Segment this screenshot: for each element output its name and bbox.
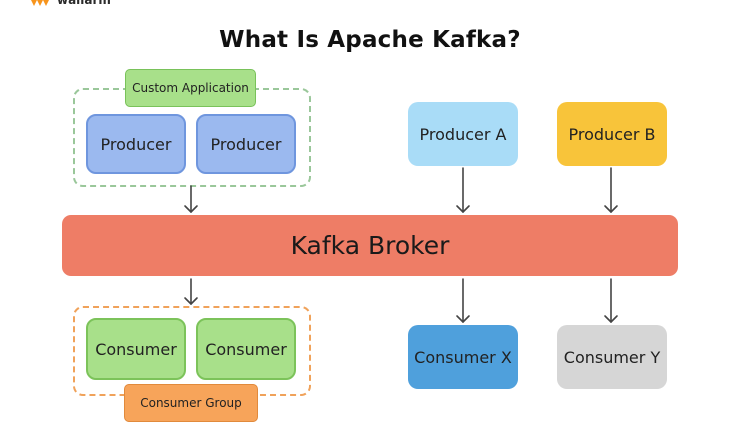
producer-box: Producer [86,114,186,174]
consumer-y-box: Consumer Y [557,325,667,389]
arrow-down-icon [456,167,470,213]
producer-b-box: Producer B [557,102,667,166]
kafka-broker-box: Kafka Broker [62,215,678,276]
consumer-box: Consumer [86,318,186,380]
arrow-down-icon [456,278,470,323]
producer-a-box: Producer A [408,102,518,166]
wallarm-logo-mark-icon [31,0,49,6]
diagram-title: What Is Apache Kafka? [219,27,521,53]
arrow-down-icon [184,185,198,213]
arrow-down-icon [184,278,198,305]
logo-text: wallarm [57,0,111,7]
arrow-down-icon [604,167,618,213]
arrow-down-icon [604,278,618,323]
producer-box: Producer [196,114,296,174]
wallarm-logo: wallarm [28,0,111,7]
consumer-x-box: Consumer X [408,325,518,389]
consumer-box: Consumer [196,318,296,380]
custom-application-label: Custom Application [125,69,256,107]
